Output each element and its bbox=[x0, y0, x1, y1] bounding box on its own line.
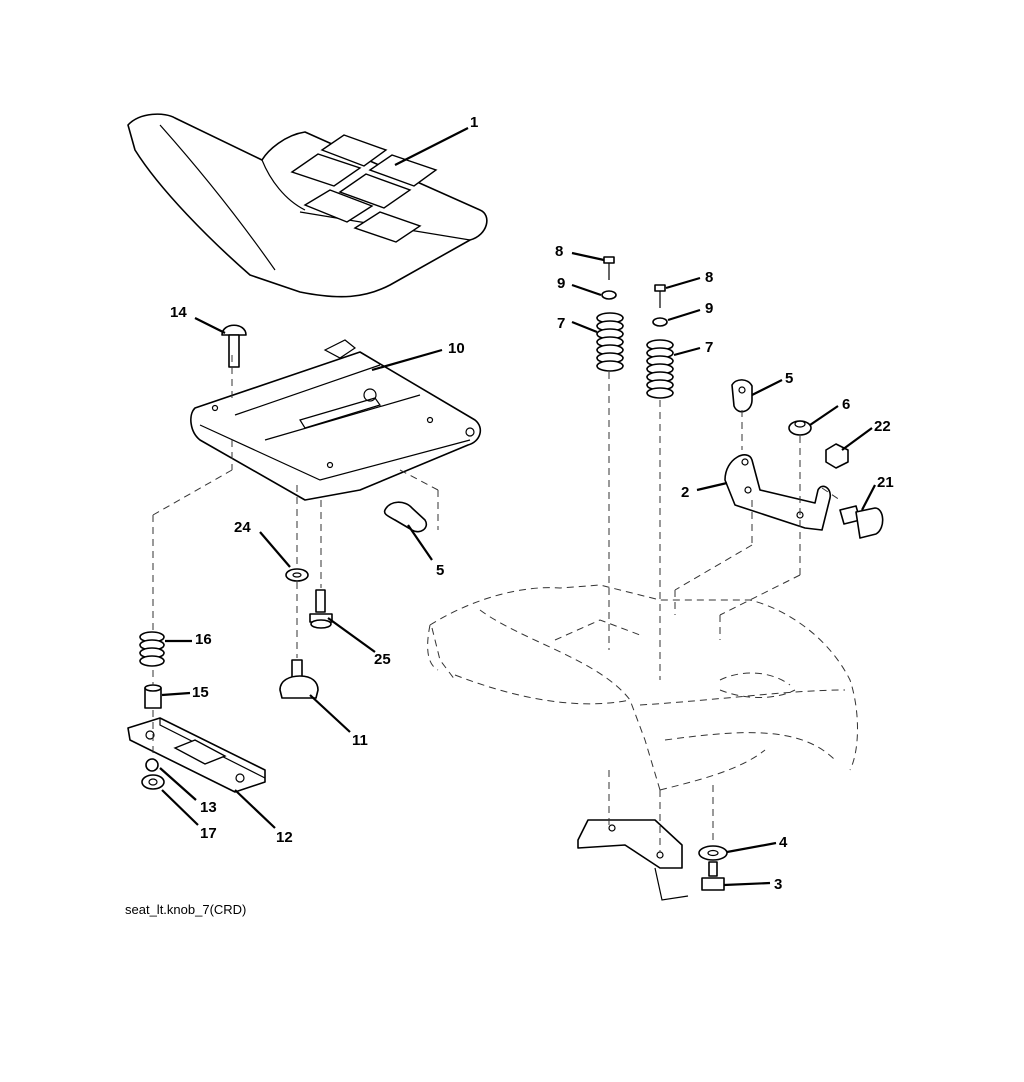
bolt-right-part bbox=[654, 284, 666, 308]
spring-right-part bbox=[646, 339, 674, 399]
seat-part bbox=[127, 113, 488, 298]
clip-left-part bbox=[383, 501, 428, 533]
callout-9-right: 9 bbox=[705, 300, 713, 317]
callout-22: 22 bbox=[874, 418, 891, 435]
callout-10: 10 bbox=[448, 340, 465, 357]
callout-7-left: 7 bbox=[557, 315, 565, 332]
bolt-left-part bbox=[603, 256, 615, 280]
callout-5-right: 5 bbox=[785, 370, 793, 387]
callout-labels: 1 14 10 5 24 25 16 15 11 13 17 12 8 9 7 … bbox=[170, 114, 894, 893]
callout-14: 14 bbox=[170, 304, 187, 321]
bracket-plate-part bbox=[127, 717, 266, 793]
callout-12: 12 bbox=[276, 829, 293, 846]
carriage-bolt-part bbox=[221, 324, 247, 368]
callout-13: 13 bbox=[200, 799, 217, 816]
spacer-part bbox=[144, 684, 162, 709]
callout-8-left: 8 bbox=[555, 243, 563, 260]
callout-11: 11 bbox=[352, 732, 368, 749]
knob-part bbox=[279, 659, 319, 699]
callout-3: 3 bbox=[774, 876, 782, 893]
hex-nut-part bbox=[788, 420, 812, 436]
spring-left-part bbox=[596, 312, 624, 372]
callout-17: 17 bbox=[200, 825, 217, 842]
fender-phantom-outline bbox=[427, 584, 858, 791]
callout-2: 2 bbox=[681, 484, 689, 501]
callout-4: 4 bbox=[779, 834, 788, 851]
hex-bolt-part bbox=[701, 861, 725, 891]
callout-24: 24 bbox=[234, 519, 251, 536]
callout-15: 15 bbox=[192, 684, 209, 701]
pivot-bracket-part bbox=[724, 454, 832, 531]
callout-21: 21 bbox=[877, 474, 894, 491]
flat-washer-part bbox=[698, 845, 728, 861]
clip-right-part bbox=[731, 379, 753, 413]
nut-part bbox=[145, 758, 159, 772]
flange-nut-part bbox=[141, 774, 165, 790]
seat-pan-part bbox=[190, 339, 482, 501]
callout-7-right: 7 bbox=[705, 339, 713, 356]
mount-bracket-part bbox=[577, 819, 689, 901]
callout-16: 16 bbox=[195, 631, 212, 648]
washer-right-part bbox=[652, 317, 668, 327]
callout-1: 1 bbox=[470, 114, 478, 131]
callout-5-left: 5 bbox=[436, 562, 444, 579]
spring-small-part bbox=[139, 631, 165, 667]
alignment-lines bbox=[152, 355, 841, 852]
callout-6: 6 bbox=[842, 396, 850, 413]
seat-pads bbox=[290, 134, 438, 243]
leader-lines bbox=[159, 127, 876, 887]
callout-9-left: 9 bbox=[557, 275, 565, 292]
washer-left-part bbox=[601, 290, 617, 300]
pivot-bolt-part bbox=[839, 505, 884, 539]
washer-part bbox=[285, 568, 309, 582]
callout-8-right: 8 bbox=[705, 269, 713, 286]
shoulder-bolt-part bbox=[309, 589, 333, 629]
callout-25: 25 bbox=[374, 651, 391, 668]
diagram-caption: seat_lt.knob_7(CRD) bbox=[125, 902, 246, 917]
